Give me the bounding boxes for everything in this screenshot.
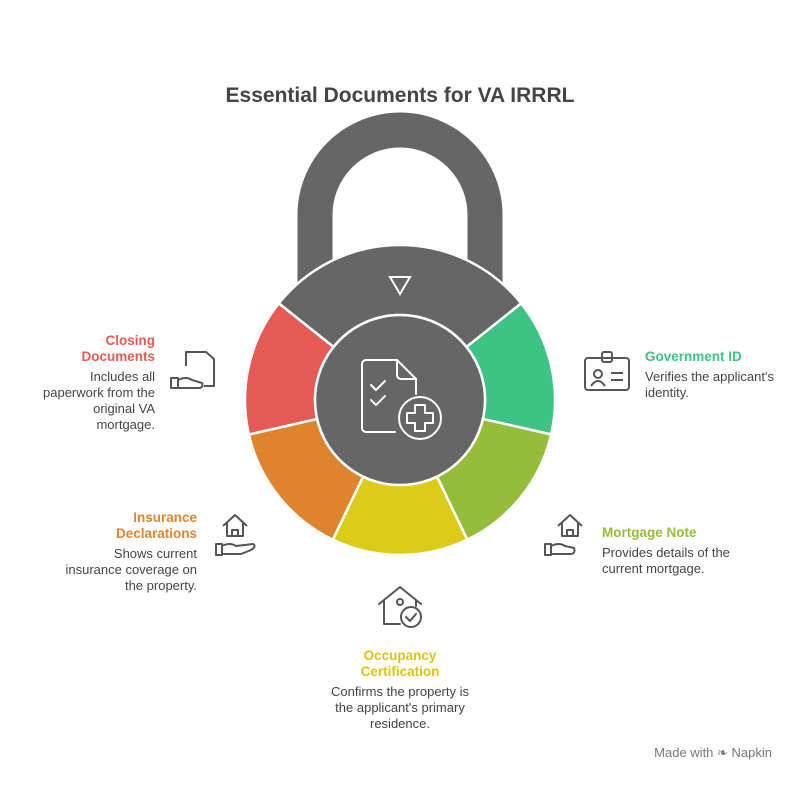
item-description: Confirms the property is the applicant's… [331,684,469,731]
footer-credit: Made with ❧ Napkin [654,745,772,760]
keyhole-triangle-icon [388,276,412,296]
document-plus-icon [361,359,442,440]
house-hand-icon [215,514,256,556]
item-description: Provides details of the current mortgage… [602,545,730,576]
item-title: Occupancy Certification [360,648,440,679]
item-title: Closing Documents [81,333,155,364]
item-mortgage-note: Mortgage Note Provides details of the cu… [602,525,752,577]
item-occupancy-certification: Occupancy Certification Confirms the pro… [325,648,475,732]
house-hand-icon [544,514,583,556]
item-description: Verifies the applicant's identity. [645,369,774,400]
item-title: Mortgage Note [602,525,697,540]
item-description: Shows current insurance coverage on the … [65,546,197,593]
item-title: Government ID [645,349,742,364]
item-title: Insurance Declarations [115,510,197,541]
id-card-icon [584,351,630,391]
document-hand-icon [170,351,215,389]
item-insurance-declarations: Insurance Declarations Shows current ins… [60,510,197,594]
item-government-id: Government ID Verifies the applicant's i… [645,349,785,401]
item-closing-documents: Closing Documents Includes all paperwork… [40,333,155,433]
padlock-center [313,313,487,487]
padlock-shackle [297,112,503,300]
item-description: Includes all paperwork from the original… [43,369,155,432]
house-check-icon [378,586,422,628]
diagram-title: Essential Documents for VA IRRRL [225,84,575,107]
